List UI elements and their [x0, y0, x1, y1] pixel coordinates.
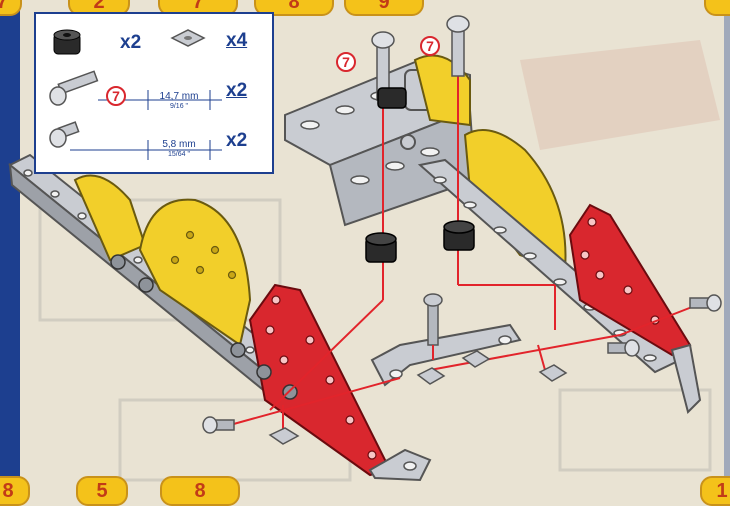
spacer-quantity: x2 — [120, 32, 141, 54]
u-bracket — [372, 294, 520, 385]
spacer-part — [378, 88, 406, 108]
square-nut-quantity: x4 — [226, 30, 247, 52]
bolt-callout-right: 7 — [420, 36, 440, 56]
long-bolt-length: 14,7 mm — [148, 92, 210, 102]
step-tab: 1 — [700, 476, 730, 506]
short-bolt-dimension: 5,8 mm 15/64 " — [148, 140, 210, 160]
side-screw-right — [690, 295, 721, 311]
side-screw-left — [203, 417, 234, 433]
short-bolt-quantity: x2 — [226, 130, 247, 152]
step-tab: 8 — [0, 476, 30, 506]
short-bolt-length-inches: 15/64 " — [148, 150, 210, 160]
spacer-part — [366, 233, 396, 262]
bolt-callout-left: 7 — [336, 52, 356, 72]
assembly-instruction-page: 7 2 7 8 9 — [0, 0, 730, 492]
square-nut-icon — [172, 30, 204, 46]
short-bolt-icon — [50, 122, 79, 147]
spacer-icon — [54, 30, 80, 54]
bottom-step-tabs: 8 5 8 1 — [0, 470, 730, 492]
step-tab: 8 — [160, 476, 240, 506]
short-bolt-length: 5,8 mm — [148, 140, 210, 150]
left-red-triangle-plate — [250, 285, 430, 480]
long-bolt-dimension: 14,7 mm 9/16 " — [148, 92, 210, 112]
long-bolt-icon — [50, 71, 97, 105]
long-bolt-quantity: x2 — [226, 80, 247, 102]
long-bolt-reference: 7 — [106, 86, 126, 106]
step-tab: 5 — [76, 476, 128, 506]
side-screw-mid — [608, 340, 639, 356]
parts-list-panel: x2 x4 7 14,7 mm 9/16 " x2 5,8 mm 15/64 "… — [34, 12, 274, 174]
long-bolt-length-inches: 9/16 " — [148, 102, 210, 112]
spacer-part — [444, 221, 474, 250]
